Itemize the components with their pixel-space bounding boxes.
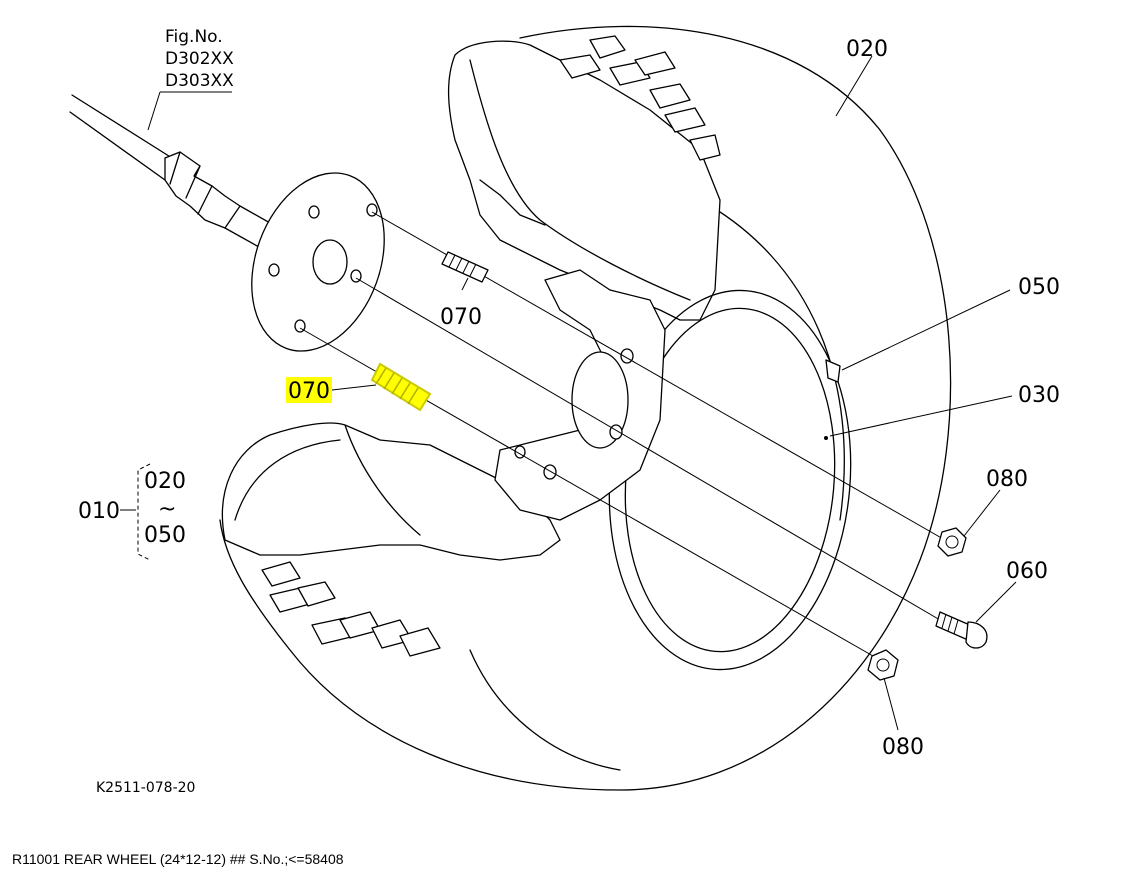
- assembly-bracket: 010 020 ~ 050: [78, 463, 186, 561]
- valve: [825, 359, 841, 383]
- callout-060: 060: [1006, 559, 1048, 584]
- callout-080-lower: 080: [882, 735, 924, 760]
- callout-030: 030: [1018, 383, 1060, 408]
- callout-070-highlighted: 070: [288, 379, 330, 404]
- fig-no-label: Fig.No.: [165, 27, 223, 47]
- callout-080-upper: 080: [986, 467, 1028, 492]
- hub-flange: [251, 172, 385, 352]
- tire: [219, 25, 952, 791]
- rim: [494, 269, 852, 671]
- nut-lower: [867, 649, 899, 681]
- assembly-range-end: 050: [144, 523, 186, 548]
- assembly-range-tilde: ~: [158, 497, 176, 522]
- callout-070-highlight: [286, 377, 332, 403]
- callout-050: 050: [1018, 275, 1060, 300]
- stud-bolt-highlighted: [370, 362, 432, 412]
- assembly-range-start: 020: [144, 469, 186, 494]
- stud-bolt-upper: [441, 251, 489, 283]
- fig-code-1: D302XX: [165, 49, 234, 69]
- bolt: [935, 611, 988, 649]
- drawing-code: K2511-078-20: [96, 780, 195, 796]
- callout-020: 020: [846, 37, 888, 62]
- fig-number-block: Fig.No. D302XX D303XX: [147, 27, 234, 131]
- nut-upper: [937, 527, 967, 557]
- callout-070-upper: 070: [440, 305, 482, 330]
- assembly-number: 010: [78, 499, 120, 524]
- leader-lines: [331, 55, 1017, 731]
- fig-code-2: D303XX: [165, 71, 234, 91]
- diagram-caption: R11001 REAR WHEEL (24*12-12) ## S.No.;<=…: [12, 851, 344, 867]
